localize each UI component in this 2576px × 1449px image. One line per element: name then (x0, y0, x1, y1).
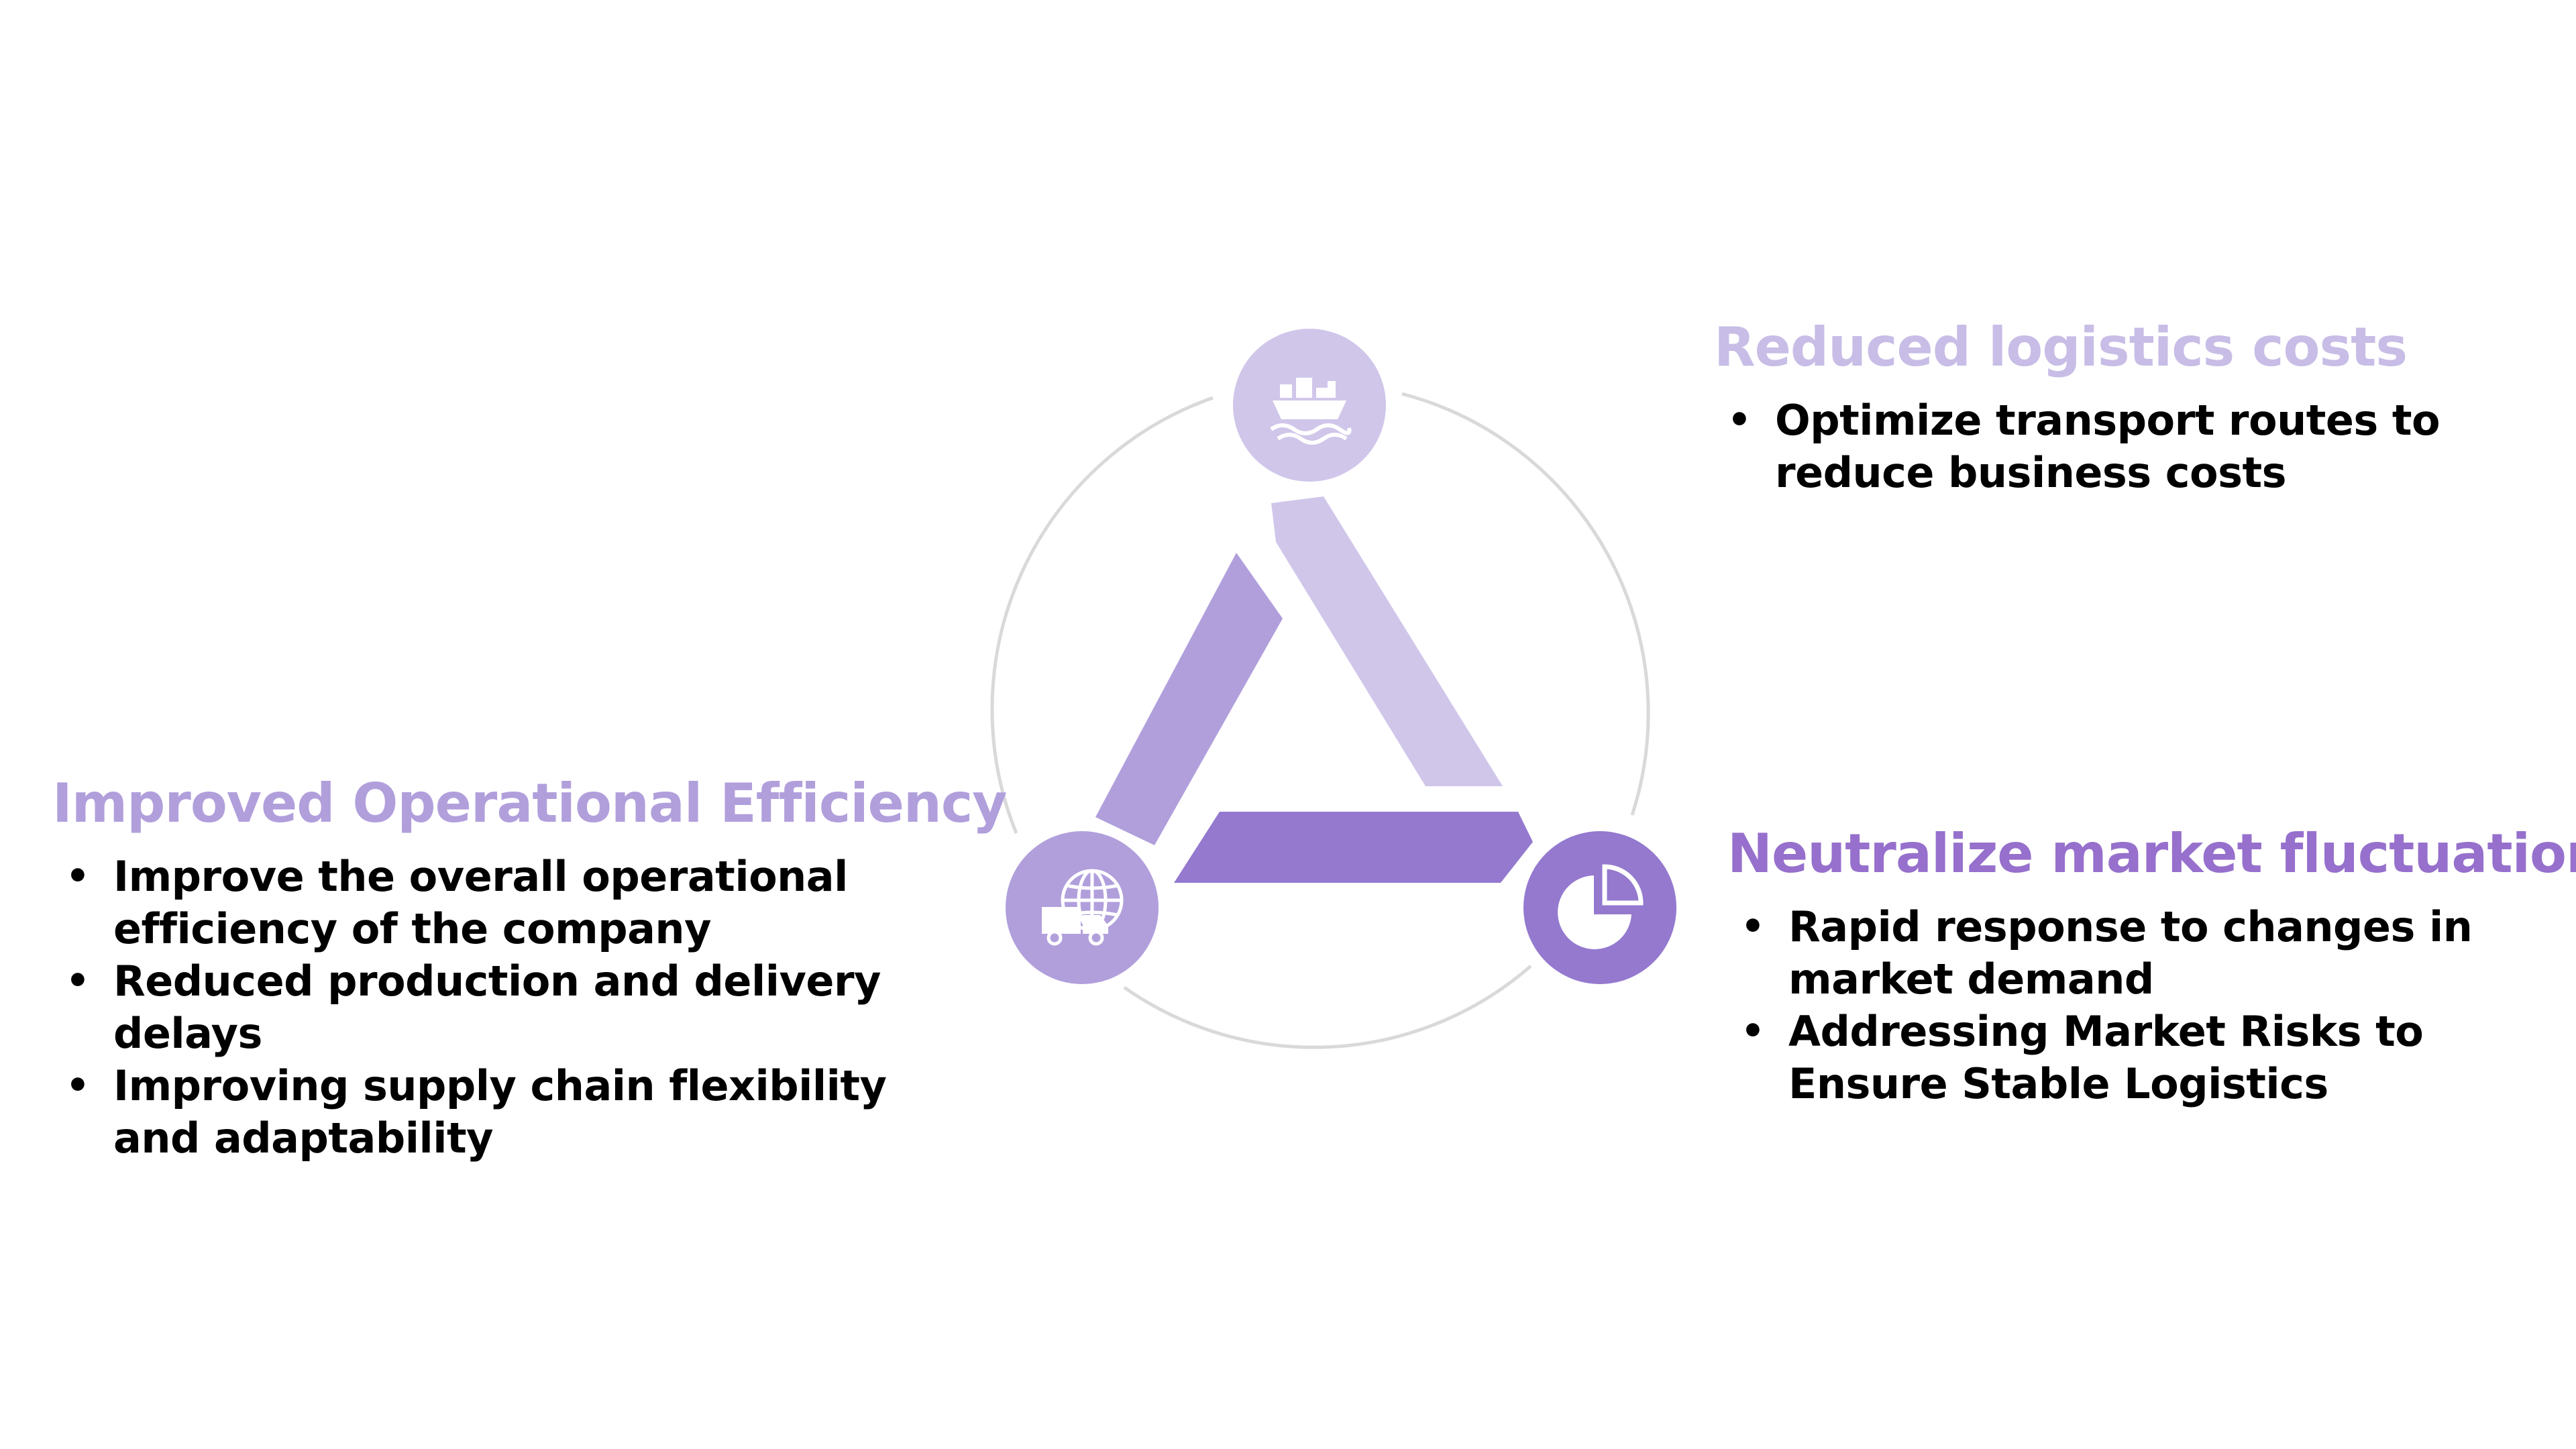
bullet: • (1727, 398, 1752, 442)
ring-arc-right (1401, 392, 1650, 816)
bullet: • (66, 1064, 90, 1108)
truck-icon (1042, 907, 1108, 946)
bullet: • (1741, 905, 1765, 949)
triangle-segment-right (1271, 496, 1503, 786)
efficiency-title: Improved Operational Efficiency (52, 772, 1007, 835)
list-item: •Improve the overall operational efficie… (66, 852, 848, 953)
efficiency-block: Improved Operational Efficiency •Improve… (52, 771, 1007, 1165)
list-item: •Optimize transport routes to reduce bus… (1727, 396, 2440, 497)
logistics-block: Reduced logistics costs •Optimize transp… (1714, 315, 2559, 499)
list-item: •Improving supply chain flexibility and … (66, 1061, 887, 1163)
market-block: Neutralize market fluctuation •Rapid res… (1727, 822, 2576, 1110)
triangle-segment-left (1095, 553, 1283, 845)
ring-arc-bottom (1123, 965, 1532, 1049)
logistics-list: •Optimize transport routes to reduce bus… (1714, 394, 2559, 499)
node-right (1523, 831, 1676, 984)
node-left (1006, 831, 1159, 984)
list-item: •Addressing Market Risks to Ensure Stabl… (1741, 1007, 2424, 1108)
list-item: •Rapid response to changes in market dem… (1741, 902, 2473, 1004)
bullet: • (1741, 1010, 1765, 1053)
list-item: •Reduced production and delivery delays (66, 957, 881, 1058)
market-list: •Rapid response to changes in market dem… (1727, 901, 2573, 1110)
cargo-ship-icon (1270, 378, 1352, 445)
efficiency-list: •Improve the overall operational efficie… (52, 851, 924, 1165)
logistics-title: Reduced logistics costs (1714, 316, 2408, 378)
triangle-segment-bottom (1174, 812, 1533, 883)
globe-truck-icon (1061, 869, 1124, 932)
bullet: • (66, 959, 90, 1003)
market-title: Neutralize market fluctuation (1727, 822, 2576, 885)
pie-chart-icon (1558, 864, 1644, 949)
ring-arc-left (990, 396, 1214, 834)
node-top (1233, 329, 1386, 482)
bullet: • (66, 855, 90, 898)
